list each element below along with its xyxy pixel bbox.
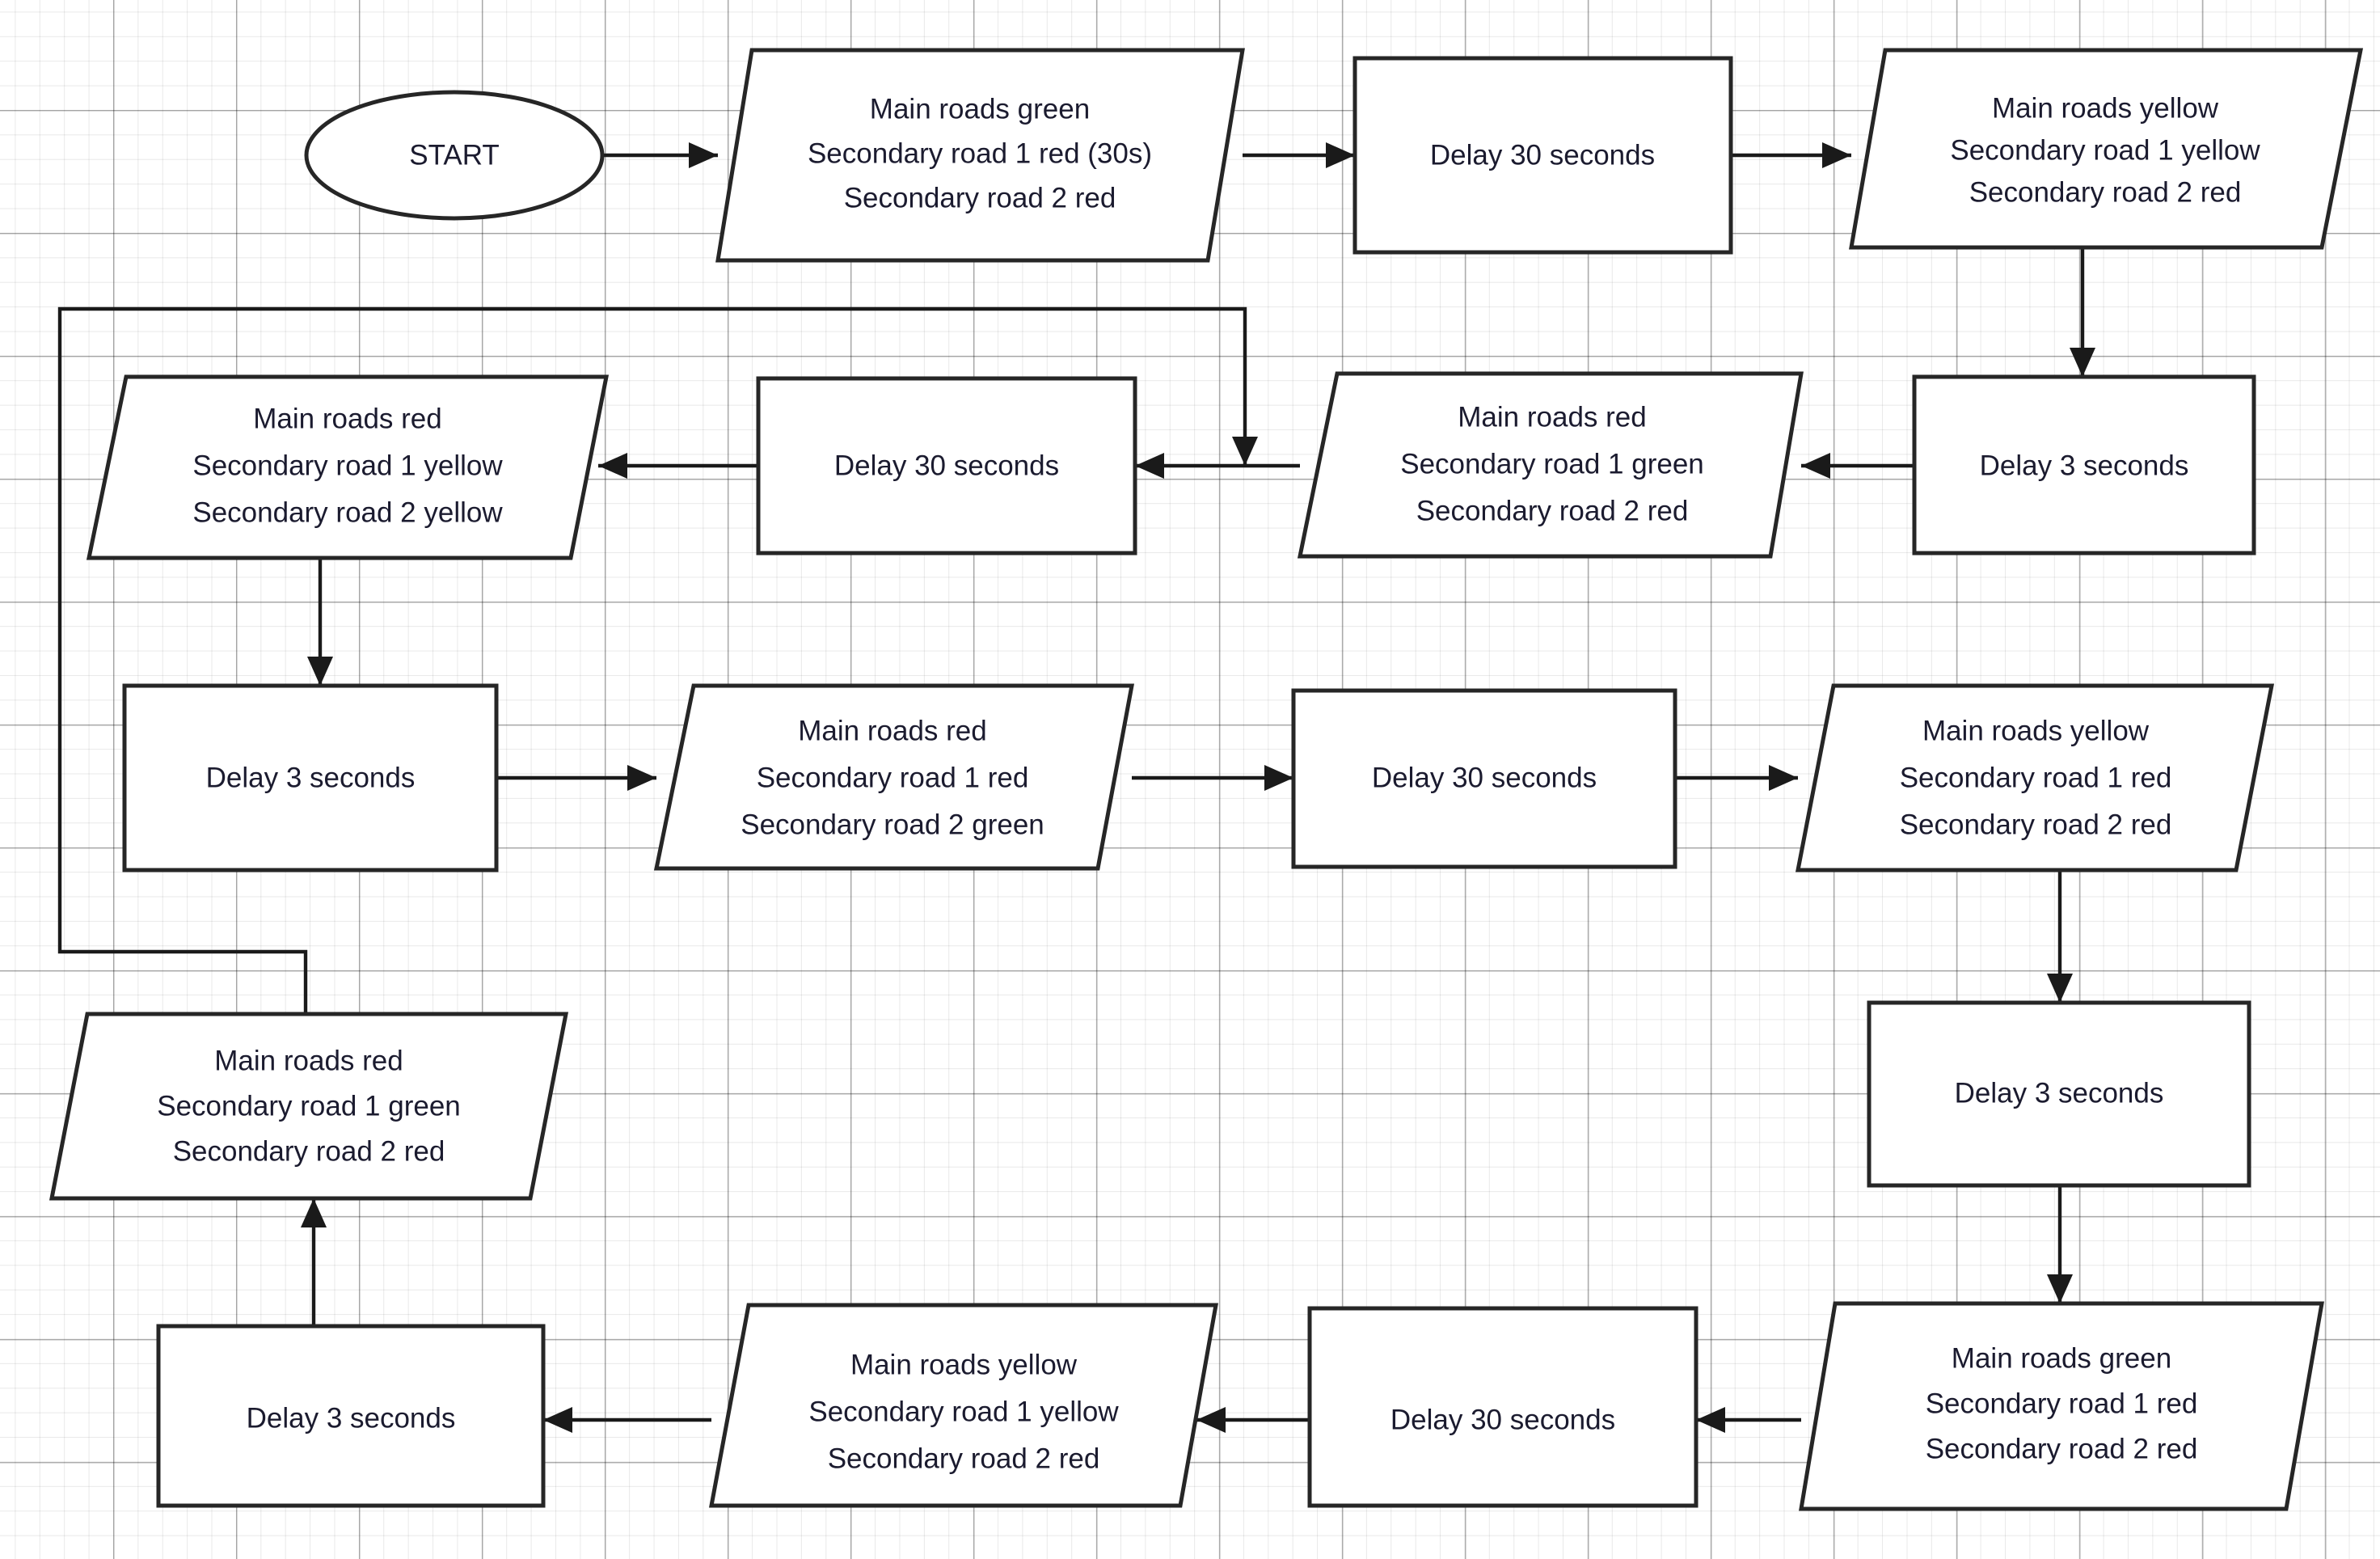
- node-state2[interactable]: Main roads yellow Secondary road 1 yello…: [1849, 48, 2364, 250]
- arrowhead-delay4-to-state5: [627, 765, 656, 791]
- state4-line1: Main roads red: [253, 403, 441, 434]
- start-label: START: [409, 139, 500, 171]
- delay8-label: Delay 3 seconds: [247, 1402, 456, 1434]
- state8-line3: Secondary road 2 red: [828, 1443, 1100, 1474]
- arrowhead-start-to-state1: [689, 142, 718, 168]
- node-start[interactable]: START: [304, 90, 605, 221]
- arrowhead-delay6-to-state7: [2047, 1274, 2073, 1303]
- delay2-label: Delay 3 seconds: [1980, 450, 2189, 481]
- delay3-rect[interactable]: [756, 376, 1137, 556]
- node-state1[interactable]: Main roads green Secondary road 1 red (3…: [715, 48, 1245, 263]
- node-delay7[interactable]: Delay 30 seconds: [1307, 1306, 1698, 1508]
- state4-line2: Secondary road 1 yellow: [192, 450, 503, 481]
- arrowhead-delay2-to-state3: [1801, 453, 1830, 479]
- state1-line1: Main roads green: [870, 93, 1090, 125]
- start-ellipse[interactable]: [304, 90, 605, 221]
- state6-parallelogram[interactable]: [1795, 683, 2275, 872]
- node-state8[interactable]: Main roads yellow Secondary road 1 yello…: [708, 1303, 1218, 1508]
- state3-line2: Secondary road 1 green: [1400, 448, 1704, 480]
- delay6-rect[interactable]: [1867, 1000, 2251, 1188]
- delay3-label: Delay 30 seconds: [834, 450, 1059, 481]
- delay7-rect[interactable]: [1307, 1306, 1698, 1508]
- state7-line3: Secondary road 2 red: [1926, 1433, 2198, 1464]
- state4-parallelogram[interactable]: [86, 374, 610, 560]
- state8-line1: Main roads yellow: [850, 1349, 1078, 1380]
- delay4-label: Delay 3 seconds: [206, 762, 416, 793]
- arrowhead-delay8-to-state9: [301, 1198, 327, 1227]
- delay8-rect[interactable]: [156, 1324, 546, 1508]
- arrowhead-state7-to-delay7: [1696, 1407, 1725, 1433]
- delay5-label: Delay 30 seconds: [1372, 762, 1597, 793]
- state5-parallelogram[interactable]: [653, 683, 1135, 871]
- node-state9[interactable]: Main roads red Secondary road 1 green Se…: [49, 1012, 569, 1201]
- delay5-rect[interactable]: [1291, 688, 1677, 869]
- connectors: [57, 142, 2095, 1433]
- delay1-label: Delay 30 seconds: [1430, 139, 1655, 171]
- node-delay4[interactable]: Delay 3 seconds: [122, 683, 499, 872]
- arrowhead-delay7-to-state8: [1196, 1407, 1226, 1433]
- arrowhead-state1-to-delay1: [1326, 142, 1355, 168]
- state9-parallelogram[interactable]: [49, 1012, 569, 1201]
- node-state6[interactable]: Main roads yellow Secondary road 1 red S…: [1795, 683, 2275, 872]
- delay2-rect[interactable]: [1912, 374, 2256, 556]
- node-delay8[interactable]: Delay 3 seconds: [156, 1324, 546, 1508]
- node-delay3[interactable]: Delay 30 seconds: [756, 376, 1137, 556]
- state1-parallelogram[interactable]: [715, 48, 1245, 263]
- delay1-rect[interactable]: [1352, 56, 1733, 255]
- state1-line2: Secondary road 1 red (30s): [808, 137, 1152, 169]
- state3-line3: Secondary road 2 red: [1416, 495, 1689, 526]
- node-delay5[interactable]: Delay 30 seconds: [1291, 688, 1677, 869]
- state9-line2: Secondary road 1 green: [157, 1090, 461, 1122]
- state6-line3: Secondary road 2 red: [1900, 809, 2172, 840]
- arrowhead-state8-to-delay8: [543, 1407, 572, 1433]
- node-delay1[interactable]: Delay 30 seconds: [1352, 56, 1733, 255]
- state5-line2: Secondary road 1 red: [757, 762, 1029, 793]
- arrowhead-loop-back: [1232, 437, 1258, 466]
- state5-line3: Secondary road 2 green: [741, 809, 1044, 840]
- state7-parallelogram[interactable]: [1799, 1301, 2324, 1511]
- state3-parallelogram[interactable]: [1297, 371, 1804, 559]
- node-state5[interactable]: Main roads red Secondary road 1 red Seco…: [653, 683, 1135, 871]
- node-delay6[interactable]: Delay 3 seconds: [1867, 1000, 2251, 1188]
- node-state3[interactable]: Main roads red Secondary road 1 green Se…: [1297, 371, 1804, 559]
- delay4-rect[interactable]: [122, 683, 499, 872]
- arrowhead-delay3-to-state4: [598, 453, 627, 479]
- delay7-label: Delay 30 seconds: [1390, 1404, 1615, 1435]
- nodes: START Main roads green Secondary road 1 …: [49, 48, 2364, 1511]
- state6-line1: Main roads yellow: [1922, 715, 2150, 746]
- arrowhead-delay1-to-state2: [1822, 142, 1851, 168]
- node-state4[interactable]: Main roads red Secondary road 1 yellow S…: [86, 374, 610, 560]
- state7-line1: Main roads green: [1952, 1342, 2171, 1374]
- state1-line3: Secondary road 2 red: [844, 182, 1116, 213]
- edge-state9-loop-back: [57, 306, 1247, 1014]
- node-state7[interactable]: Main roads green Secondary road 1 red Se…: [1799, 1301, 2324, 1511]
- arrowhead-state5-to-delay5: [1264, 765, 1293, 791]
- state7-line2: Secondary road 1 red: [1926, 1388, 2198, 1419]
- arrowhead-state3-to-delay3: [1135, 453, 1164, 479]
- state3-line1: Main roads red: [1458, 401, 1646, 433]
- state9-line3: Secondary road 2 red: [173, 1135, 445, 1167]
- delay6-label: Delay 3 seconds: [1955, 1077, 2164, 1109]
- state9-line1: Main roads red: [214, 1045, 403, 1076]
- state4-line3: Secondary road 2 yellow: [192, 496, 503, 528]
- state6-line2: Secondary road 1 red: [1900, 762, 2172, 793]
- state2-line1: Main roads yellow: [1992, 92, 2219, 124]
- node-delay2[interactable]: Delay 3 seconds: [1912, 374, 2256, 556]
- state5-line1: Main roads red: [798, 715, 986, 746]
- state8-parallelogram[interactable]: [708, 1303, 1218, 1508]
- state2-parallelogram[interactable]: [1849, 48, 2364, 250]
- arrowhead-state2-to-delay2: [2070, 348, 2095, 377]
- state8-line2: Secondary road 1 yellow: [808, 1396, 1119, 1427]
- arrowhead-state4-to-delay4: [307, 657, 333, 686]
- state2-line2: Secondary road 1 yellow: [1950, 134, 2260, 166]
- arrowhead-state6-to-delay6: [2047, 974, 2073, 1003]
- arrowhead-delay5-to-state6: [1769, 765, 1798, 791]
- state2-line3: Secondary road 2 red: [1969, 176, 2242, 208]
